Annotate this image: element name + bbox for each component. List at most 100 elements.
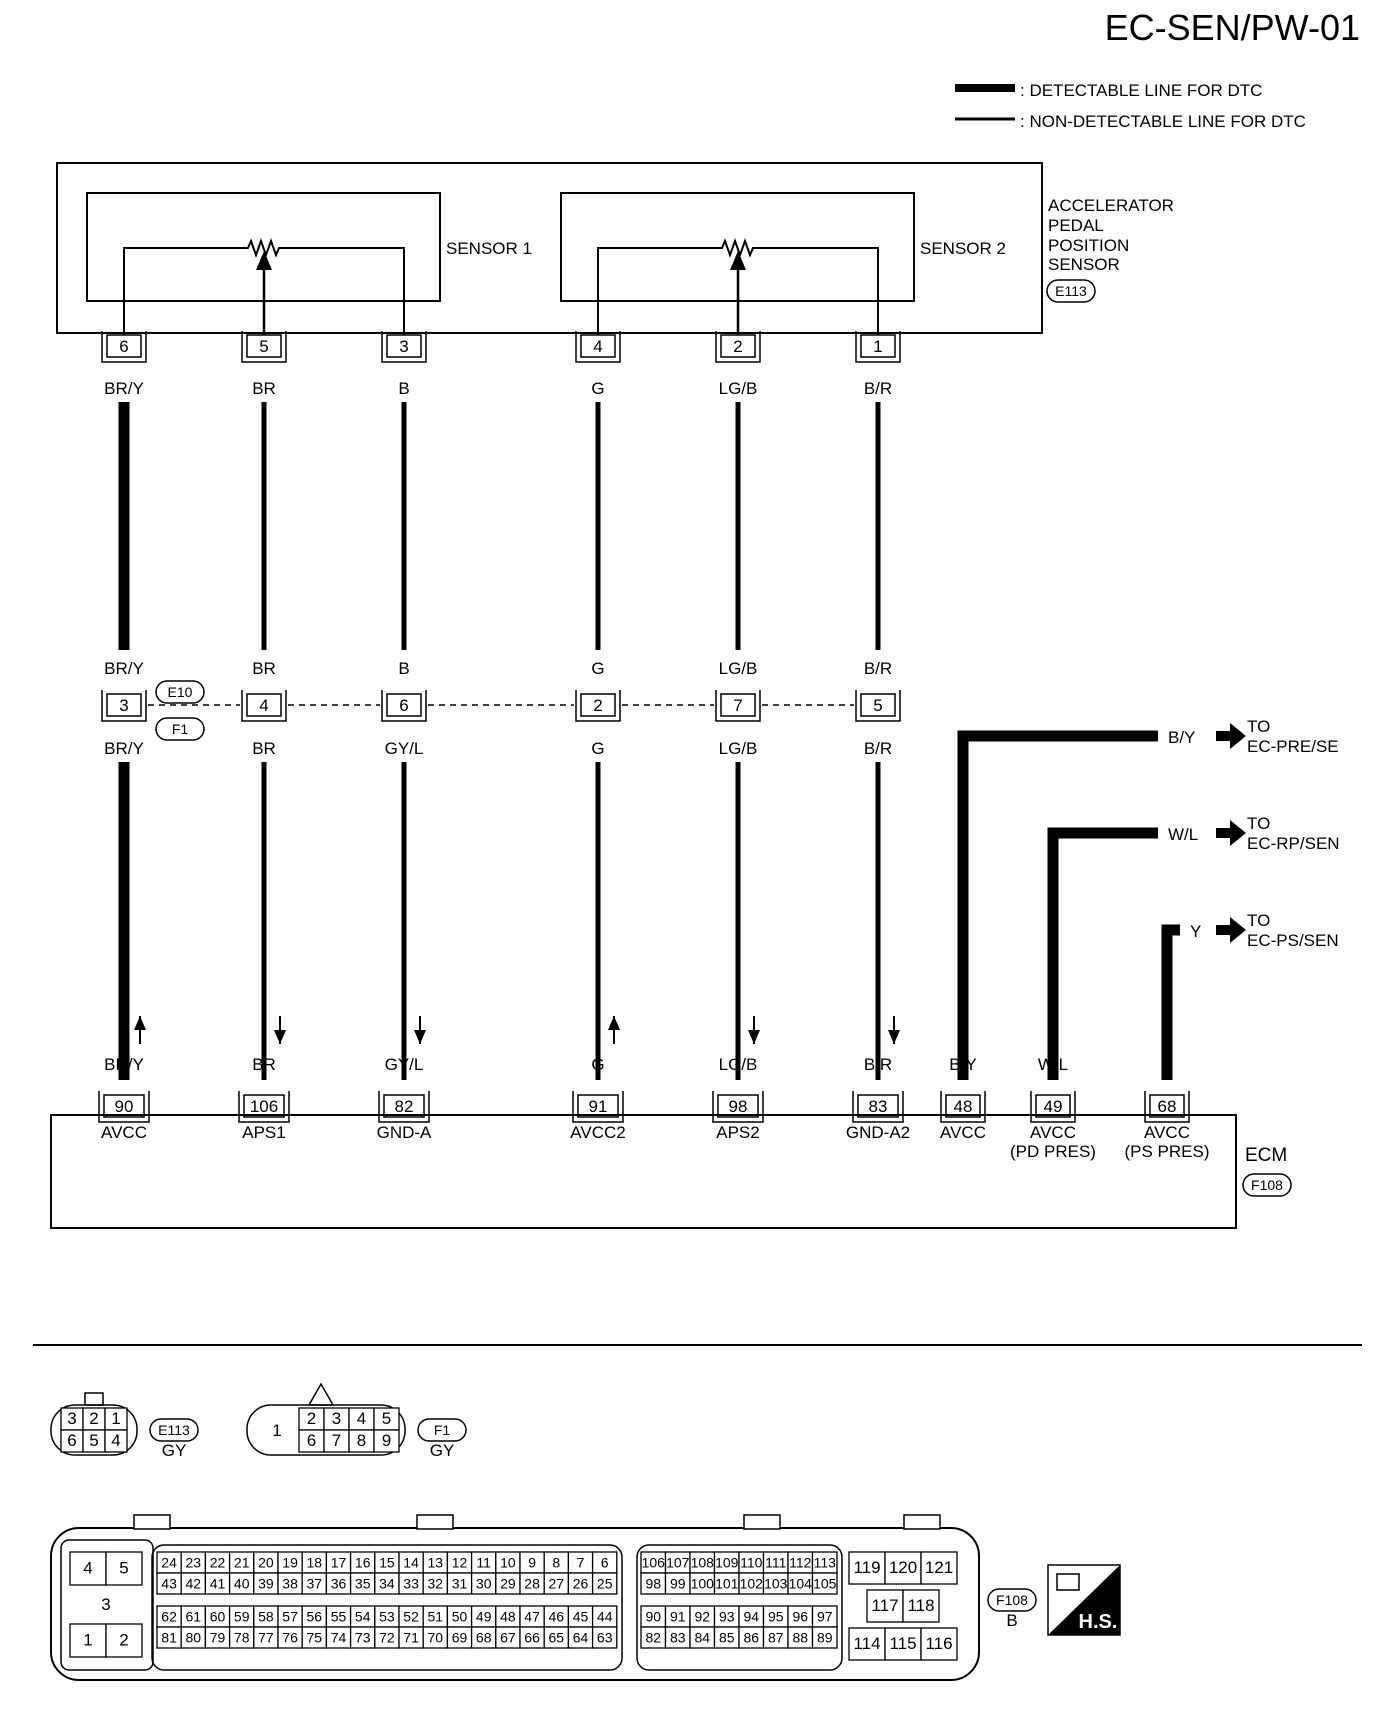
f108-b4-r1-0 <box>848 1551 886 1585</box>
f108-b2-r4-5-number: 76 <box>282 1630 298 1646</box>
ecm-pin-5-shroud <box>852 1091 904 1123</box>
e113-cell-bottom-0-number: 6 <box>67 1431 76 1450</box>
sensor-pin-4-shroud <box>715 331 761 363</box>
f108-b4-r1-0-number: 119 <box>853 1558 880 1577</box>
branch-ecm-label-0: AVCC <box>940 1123 986 1142</box>
f108-b3-r3-5-number: 95 <box>768 1609 784 1625</box>
f108-b2-r2-1-number: 42 <box>186 1576 202 1592</box>
f108-b4-r3-0-number: 114 <box>853 1634 880 1653</box>
f108-b2-r3-9-number: 53 <box>379 1609 395 1625</box>
branch-color-1: W/L <box>1168 825 1198 844</box>
joint-color-bottom-1: BR <box>252 739 276 758</box>
ecm-wire-color-2: GY/L <box>385 1055 424 1074</box>
f108-b2-r2-13-number: 30 <box>476 1576 492 1592</box>
arrow-up-icon <box>608 1016 620 1030</box>
sensor-name-line-3: POSITION <box>1048 236 1129 255</box>
f108-b3-r3-3-number: 93 <box>719 1609 735 1625</box>
f108-b2-r3-17-number: 45 <box>573 1609 589 1625</box>
sensor-pin-3-shroud <box>575 331 621 363</box>
ecm-terminal-label-1: APS1 <box>242 1123 285 1142</box>
f108-b2-r4-0-number: 81 <box>161 1630 177 1646</box>
ecm-pin-4 <box>717 1094 759 1118</box>
f108-b2-r4-2-number: 79 <box>210 1630 226 1646</box>
ecm-terminal-label-5: GND-A2 <box>846 1123 910 1142</box>
f108-b2-r3-16-number: 46 <box>549 1609 565 1625</box>
f108-b2-r3-7-number: 55 <box>331 1609 347 1625</box>
f108-b2-r4-12-number: 69 <box>452 1630 468 1646</box>
sensor2-label: SENSOR 2 <box>920 239 1006 258</box>
f108-b2-r2-3-number: 40 <box>234 1576 250 1592</box>
sensor-connector-code: E113 <box>1055 283 1087 299</box>
f108-b4-r1-2-number: 121 <box>925 1558 953 1577</box>
branch-dest-2: EC-PS/SEN <box>1247 931 1339 950</box>
sensor1-potentiometer <box>123 238 405 345</box>
f1-cell-bottom-3 <box>373 1429 400 1453</box>
ecm-pin-3-number: 91 <box>589 1097 608 1116</box>
f108-b2-r4-7-number: 74 <box>331 1630 347 1646</box>
joint-color-top-4: LG/B <box>719 659 758 678</box>
hs-label: H.S. <box>1079 1611 1118 1633</box>
joint-color-bottom-4: LG/B <box>719 739 758 758</box>
f1-cell-bottom-2-number: 8 <box>357 1431 366 1450</box>
arrow-down-icon <box>888 1030 900 1044</box>
joint-color-bottom-2: GY/L <box>385 739 424 758</box>
sensor-pin-5-shroud <box>855 331 901 363</box>
ecm-wire-color-1: BR <box>252 1055 276 1074</box>
f1-cell-top-3-number: 5 <box>382 1409 391 1428</box>
f1-cell-1-number: 1 <box>272 1421 281 1440</box>
f1-cell-top-1-number: 3 <box>332 1409 341 1428</box>
f108-b3-r2-7-number: 105 <box>813 1576 837 1592</box>
f108-b4-r3-2 <box>920 1627 958 1661</box>
f108-b2-r1-17-number: 7 <box>577 1555 585 1571</box>
f108-latch-2 <box>743 1514 781 1530</box>
sensor2-potentiometer <box>597 238 879 345</box>
hs-connector-glyph-icon <box>1056 1573 1080 1591</box>
f108-b2-r3-13-number: 49 <box>476 1609 492 1625</box>
branch-ecm-pin-2-shroud <box>1144 1091 1190 1123</box>
arrow-down-icon <box>748 1030 760 1044</box>
f108-b2-r4-16-number: 65 <box>549 1630 565 1646</box>
branch-dest-1: EC-RP/SEN <box>1247 834 1340 853</box>
f108-color: B <box>1006 1611 1017 1630</box>
joint-color-bottom-5: B/R <box>864 739 892 758</box>
f108-b2-r2-5-number: 38 <box>282 1576 298 1592</box>
joint-pin-5-shroud <box>855 690 901 722</box>
branch-color-2: Y <box>1190 922 1201 941</box>
f108-b2-r4-1-number: 80 <box>186 1630 202 1646</box>
joint-pin-4-number: 7 <box>733 696 742 715</box>
f108-b2-r2-2-number: 41 <box>210 1576 226 1592</box>
joint-pin-1-number: 4 <box>259 696 268 715</box>
branch-ecm-pin-1 <box>1035 1094 1071 1118</box>
ecm-pin-3 <box>577 1094 619 1118</box>
f108-b1-r1-0-number: 4 <box>83 1559 92 1578</box>
e113-cell-top-0-number: 3 <box>67 1409 76 1428</box>
f108-b2-r4-6-number: 75 <box>307 1630 323 1646</box>
ecm-wire-color-4: LG/B <box>719 1055 758 1074</box>
sensor1-wiper-arrow-icon <box>256 251 272 270</box>
branch-group: B/YTOEC-PRE/SEB/Y48AVCCW/LTOEC-RP/SENW/L… <box>940 717 1340 1161</box>
ecm-wire-color-3: G <box>591 1055 604 1074</box>
e113-cell-bottom-1-number: 5 <box>89 1431 98 1450</box>
f108-b2-r4-8-number: 73 <box>355 1630 371 1646</box>
joint-color-top-5: B/R <box>864 659 892 678</box>
f108-b2-r1-13-number: 11 <box>476 1555 491 1571</box>
f108-b4-r3-1-number: 115 <box>889 1634 916 1653</box>
branch-ecm-label-2: AVCC <box>1144 1123 1190 1142</box>
f108-b2-r3-4-number: 58 <box>258 1609 274 1625</box>
f108-b3-r2-5-number: 103 <box>764 1576 788 1592</box>
joint-pin-3 <box>580 693 616 717</box>
destination-arrow-icon <box>1216 723 1246 749</box>
sensor-pin-5-number: 1 <box>873 337 882 356</box>
ecm-pin-3-shroud <box>572 1091 624 1123</box>
f108-b2-r2-17-number: 26 <box>573 1576 589 1592</box>
f108-b2-r3-11-number: 51 <box>428 1609 444 1625</box>
branch-ecm-pin-1-shroud <box>1030 1091 1076 1123</box>
branch-ecm-sublabel-2: (PS PRES) <box>1124 1142 1209 1161</box>
joint-pin-1 <box>246 693 282 717</box>
f108-b2-r1-2-number: 22 <box>210 1555 226 1571</box>
branch-to-2: TO <box>1247 911 1270 930</box>
branch-ecm-pin-0-shroud <box>940 1091 986 1123</box>
ecm-pin-0-number: 90 <box>115 1097 134 1116</box>
ecm-connector-tag <box>1242 1173 1292 1197</box>
f1-cell-top-2-number: 4 <box>357 1409 366 1428</box>
